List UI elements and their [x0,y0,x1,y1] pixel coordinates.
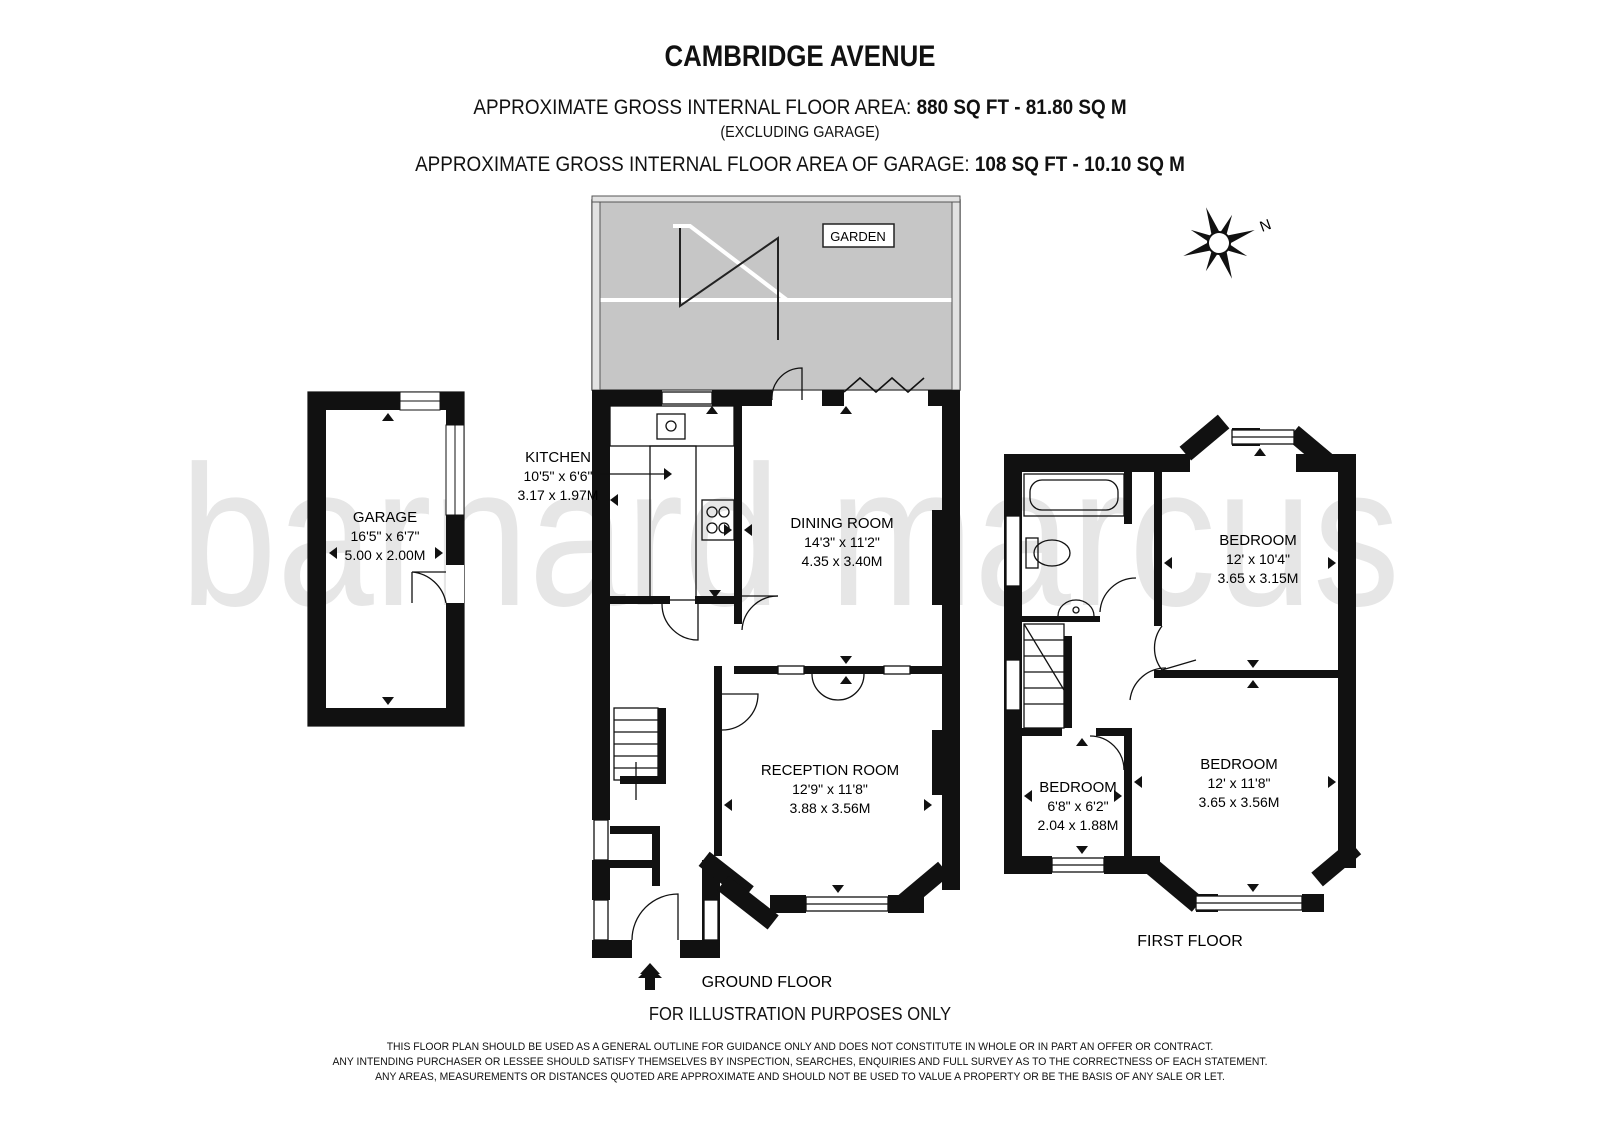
ground-floor-arrows [600,406,940,990]
first-floor-label: FIRST FLOOR [1137,933,1243,950]
dining-metric: 4.35 x 3.40M [802,553,883,569]
kitchen-imperial: 10'5" x 6'6" [524,468,593,484]
ground-floor-plan [592,390,960,958]
garage-imperial: 16'5" x 6'7" [351,528,420,544]
bedroom-front-name: BEDROOM [1200,756,1278,773]
bedroom-front-metric: 3.65 x 3.56M [1199,794,1280,810]
gross-area-label: APPROXIMATE GROSS INTERNAL FLOOR AREA: [473,96,912,119]
first-floor-arrows [1024,448,1336,892]
bedroom-small-imperial: 6'8" x 6'2" [1047,798,1108,814]
reception-name: RECEPTION ROOM [761,762,899,779]
gross-area-line: APPROXIMATE GROSS INTERNAL FLOOR AREA: 8… [80,96,1520,120]
bedroom-rear-imperial: 12' x 10'4" [1226,551,1290,567]
garage-area-line: APPROXIMATE GROSS INTERNAL FLOOR AREA OF… [80,153,1520,177]
compass-rose-icon [1183,207,1255,279]
garden-label-box [822,223,895,248]
reception-metric: 3.88 x 3.56M [790,800,871,816]
bedroom-small-metric: 2.04 x 1.88M [1038,817,1119,833]
garage-metric: 5.00 x 2.00M [345,547,426,563]
compass-north-label: N [1258,216,1274,236]
bedroom-front-imperial: 12' x 11'8" [1208,775,1271,791]
bedroom-rear-name: BEDROOM [1219,532,1297,549]
garage-area-label: APPROXIMATE GROSS INTERNAL FLOOR AREA OF… [415,153,970,176]
first-floor-fixtures [1005,429,1303,911]
garden-area: GARDEN [591,195,961,391]
disclaimer-line-2: ANY INTENDING PURCHASER OR LESSEE SHOULD… [332,1056,1268,1068]
disclaimer: THIS FLOOR PLAN SHOULD BE USED AS A GENE… [0,1040,1600,1085]
garage-name: GARAGE [353,509,417,526]
garage-plan [307,391,465,727]
dining-imperial: 14'3" x 11'2" [804,534,880,550]
disclaimer-line-3: ANY AREAS, MEASUREMENTS OR DISTANCES QUO… [375,1071,1225,1083]
dining-name: DINING ROOM [790,515,893,532]
kitchen-name: KITCHEN [525,449,591,466]
gross-area-value: 880 SQ FT - 81.80 SQ M [916,96,1127,119]
gross-area-note: (EXCLUDING GARAGE) [720,124,880,141]
garage-area-value: 108 SQ FT - 10.10 SQ M [974,153,1185,176]
illustration-note: FOR ILLUSTRATION PURPOSES ONLY [648,1004,952,1024]
kitchen-metric: 3.17 x 1.97M [518,487,599,503]
garden-label: GARDEN [830,229,886,244]
bedroom-rear-metric: 3.65 x 3.15M [1218,570,1299,586]
reception-imperial: 12'9" x 11'8" [792,781,868,797]
bedroom-small-name: BEDROOM [1039,779,1117,796]
disclaimer-line-1: THIS FLOOR PLAN SHOULD BE USED AS A GENE… [386,1041,1214,1053]
plan-title: CAMBRIDGE AVENUE [664,40,936,73]
watermark: barnard marcus [180,425,1400,648]
ground-floor-label: GROUND FLOOR [702,974,833,991]
